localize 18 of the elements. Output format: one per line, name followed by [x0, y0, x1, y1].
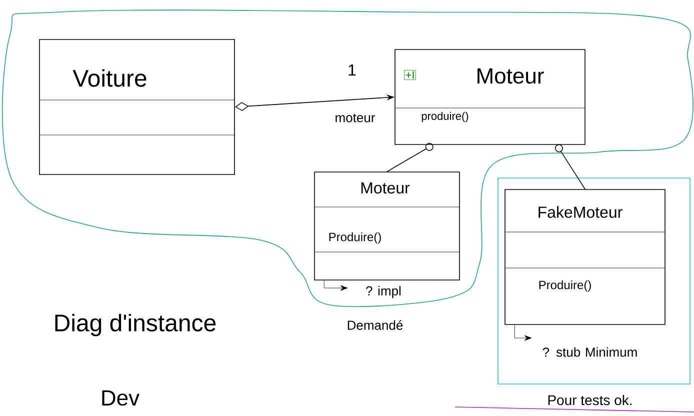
handwritten-text: Dev	[102, 390, 140, 406]
class-box: +I Moteur produire()	[394, 49, 586, 145]
connector	[386, 142, 434, 172]
handwritten-text: Diag d'instance	[55, 314, 216, 336]
group-outline	[2, 10, 694, 307]
multiplicity-label: 1	[348, 64, 356, 76]
class-box: FakeMoteur Produire()	[504, 189, 666, 325]
class-box: Moteur Produire()	[314, 172, 460, 280]
edge-label: moteur	[334, 112, 376, 124]
note-text: Demandé	[348, 320, 403, 330]
group-box	[498, 178, 690, 384]
note-text: ? stub Minimum	[542, 347, 637, 357]
note-text: ? impl	[366, 286, 401, 298]
hook-arrow	[514, 324, 532, 341]
class-box: Voiture	[39, 39, 236, 175]
connector	[554, 144, 586, 190]
hook-arrow	[324, 280, 348, 291]
note-text: Pour tests ok.	[548, 394, 632, 406]
